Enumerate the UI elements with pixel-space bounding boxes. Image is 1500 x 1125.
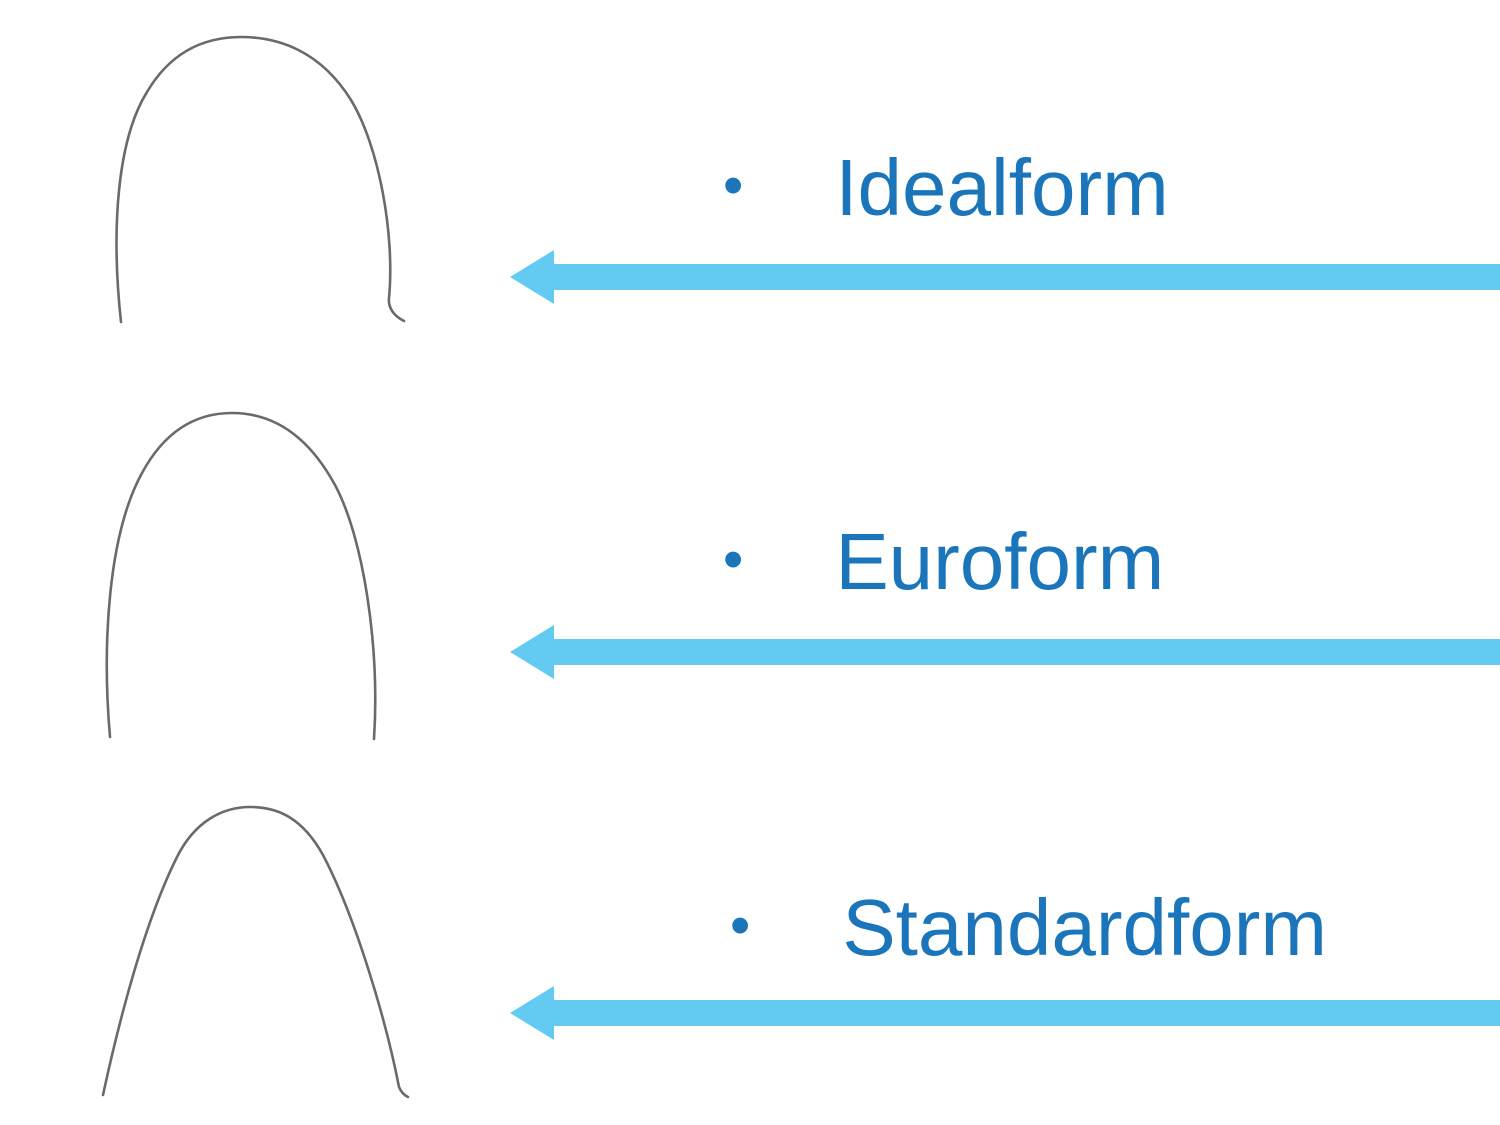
idealform-label-row: • Idealform [723, 146, 1169, 230]
archform-label-idealform: Idealform [835, 143, 1169, 232]
archform-label-euroform: Euroform [835, 517, 1165, 606]
left-arrow-icon [510, 250, 1500, 304]
archform-label-standardform: Standardform [842, 883, 1327, 972]
left-arrow-icon [510, 625, 1500, 679]
left-arrow-icon [510, 986, 1500, 1040]
idealform-archwire-image [115, 35, 406, 324]
bullet-point: • [730, 893, 751, 958]
bullet-point: • [723, 153, 744, 218]
euroform-archwire-image [105, 411, 377, 741]
standardform-label-row: • Standardform [730, 886, 1327, 970]
bullet-point: • [723, 527, 744, 592]
standardform-archwire-image [101, 805, 410, 1099]
euroform-label-row: • Euroform [723, 520, 1164, 604]
